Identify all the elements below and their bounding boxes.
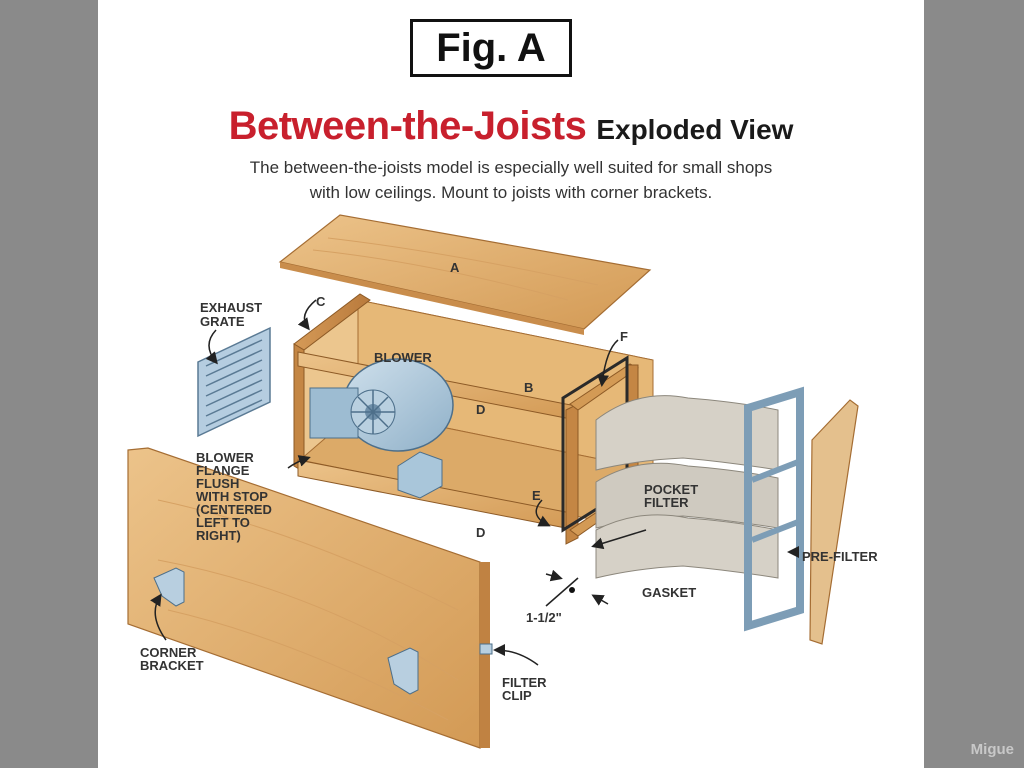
label-part-b: B — [524, 380, 533, 395]
pocket-filter-line-2: FILTER — [644, 495, 689, 510]
label-filter-clip: FILTER CLIP — [502, 675, 550, 703]
figure-page: Fig. A Between-the-Joists Exploded View T… — [98, 0, 924, 768]
watermark: Migue — [970, 741, 1014, 758]
top-panel-a — [278, 214, 652, 335]
exhaust-grate-line-2: GRATE — [200, 314, 245, 329]
corner-bracket-line-2: BRACKET — [140, 658, 204, 673]
figure-label-box: Fig. A — [410, 19, 572, 77]
exploded-view-diagram: A B C D D E F EXHAUST GRATE BLOWER BLOWE… — [127, 214, 878, 749]
label-part-f: F — [620, 329, 628, 344]
title-rest: Exploded View — [596, 114, 794, 145]
label-pocket-filter: POCKET FILTER — [644, 482, 702, 510]
filter-clip-line-1: FILTER — [502, 675, 547, 690]
front-panel — [127, 447, 493, 749]
label-part-c: C — [316, 294, 326, 309]
label-corner-bracket: CORNER BRACKET — [140, 645, 204, 673]
exhaust-grate-line-1: EXHAUST — [200, 300, 262, 315]
pre-filter — [809, 399, 859, 645]
label-part-d-top: D — [476, 402, 485, 417]
blower-flange-line-1: BLOWER — [196, 450, 254, 465]
figure-subtitle: The between-the-joists model is especial… — [158, 155, 864, 205]
figure-label: Fig. A — [436, 25, 546, 70]
callout-arrows — [150, 299, 799, 666]
figure-title: Between-the-Joists Exploded View — [98, 104, 924, 149]
label-exhaust-grate: EXHAUST GRATE — [200, 300, 266, 329]
label-gasket: GASKET — [642, 585, 696, 600]
subtitle-line-2: with low ceilings. Mount to joists with … — [309, 183, 713, 202]
label-blower: BLOWER — [374, 350, 432, 365]
blower-flange-line-3: FLUSH — [196, 476, 239, 491]
blower-flange-line-7: RIGHT) — [196, 528, 241, 543]
blower-flange-line-4: WITH STOP — [196, 489, 268, 504]
blower-unit — [309, 358, 454, 499]
blower-flange-line-6: LEFT TO — [196, 515, 250, 530]
pocket-filter-line-1: POCKET — [644, 482, 698, 497]
blower-flange-line-5: (CENTERED — [196, 502, 272, 517]
subtitle-line-1: The between-the-joists model is especial… — [249, 158, 773, 177]
dimension-point — [569, 587, 575, 593]
corner-bracket-line-1: CORNER — [140, 645, 197, 660]
title-highlight: Between-the-Joists — [228, 104, 587, 148]
label-blower-flange: BLOWER FLANGE FLUSH WITH STOP (CENTERED … — [196, 450, 275, 543]
label-part-e: E — [532, 488, 541, 503]
blower-flange-line-2: FLANGE — [196, 463, 250, 478]
label-part-d-bottom: D — [476, 525, 485, 540]
label-pre-filter: PRE-FILTER — [802, 549, 878, 564]
pocket-filter — [595, 386, 804, 632]
label-part-a: A — [450, 260, 460, 275]
filter-clip-line-2: CLIP — [502, 688, 532, 703]
label-dimension: 1-1/2" — [526, 610, 562, 625]
